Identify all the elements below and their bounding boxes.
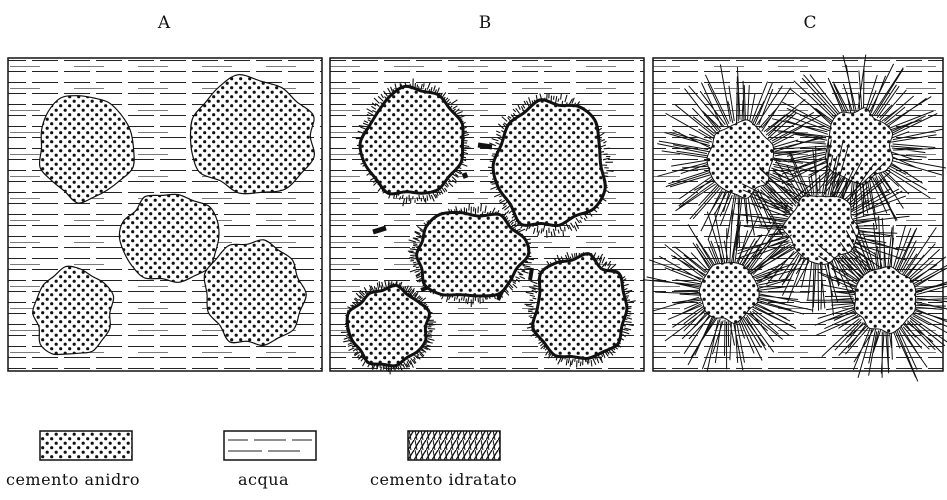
legend-label-anhydrous-cement: cemento anidro [6, 470, 140, 489]
legend-label-hydrated-cement: cemento idratato [370, 470, 517, 489]
hydrate-bridge [530, 268, 532, 280]
hydrate-fragment [478, 145, 492, 147]
panel-label-b: B [479, 13, 492, 33]
legend-swatch-hydrated-cement [408, 431, 500, 460]
panel-label-a: A [157, 13, 171, 33]
legend-label-water: acqua [238, 470, 289, 489]
panel-label-c: C [803, 13, 816, 33]
legend-swatch-water [224, 431, 316, 460]
hydrate-fragment [464, 173, 466, 178]
legend-swatch-anhydrous-cement [40, 431, 132, 460]
panel-a [8, 58, 322, 371]
panel-b [330, 58, 644, 374]
panel-c [643, 55, 947, 382]
